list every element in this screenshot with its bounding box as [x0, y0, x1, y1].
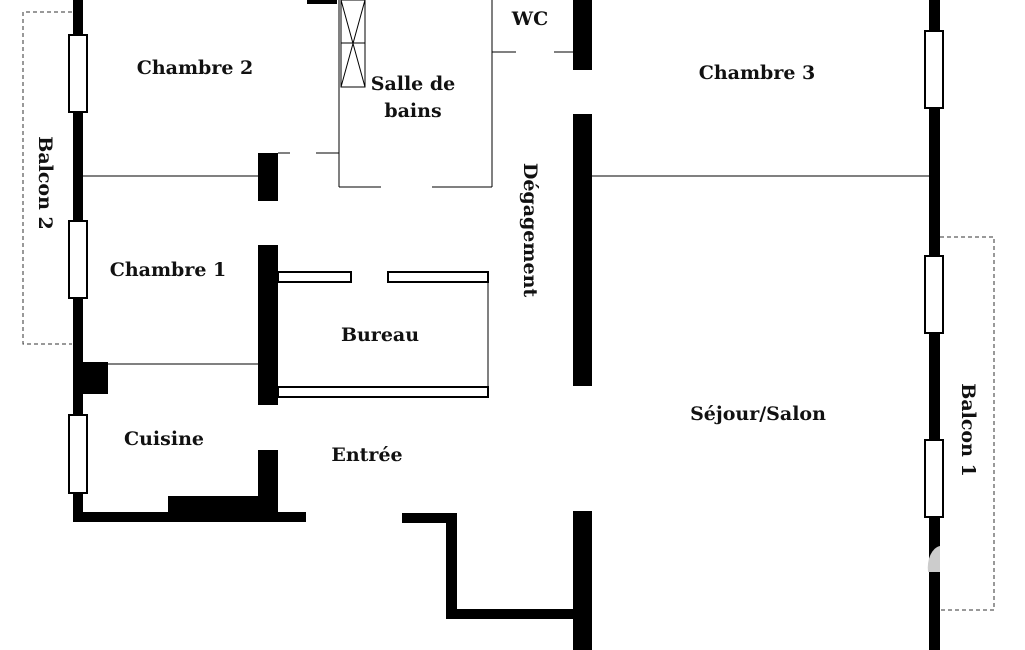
bureau-bottom-partition — [277, 386, 489, 398]
partition-wc — [573, 0, 592, 70]
balcony-outlines — [22, 11, 995, 611]
window-sejour-2 — [924, 439, 944, 518]
window-chambre2 — [68, 34, 88, 113]
label-bureau: Bureau — [341, 324, 419, 346]
label-chambre-2: Chambre 2 — [137, 57, 254, 79]
wall-chambre2-chambre1 — [258, 153, 278, 201]
kitchen-counter — [168, 496, 278, 516]
balcon-1-outline — [940, 236, 995, 611]
label-cuisine: Cuisine — [124, 428, 204, 450]
bottom-wall-entry-right — [402, 513, 457, 523]
label-wc: WC — [511, 8, 548, 30]
label-salle-de-bains-2: bains — [384, 100, 441, 122]
label-degagement: Dégagement — [519, 163, 541, 298]
label-chambre-3: Chambre 3 — [699, 62, 816, 84]
bureau-partitions — [277, 271, 489, 398]
label-balcon-1: Balcon 1 — [957, 383, 979, 476]
window-chambre3 — [924, 30, 944, 109]
partition-cuisine-entree — [258, 450, 278, 520]
right-door-swing — [927, 546, 940, 572]
window-sejour-1 — [924, 255, 944, 334]
bottom-wall-left — [73, 512, 306, 522]
bureau-top-left-partition — [277, 271, 352, 283]
thin-lines — [83, 0, 929, 390]
kitchen-corner-block — [78, 362, 108, 394]
label-sejour-salon: Séjour/Salon — [690, 403, 826, 425]
thick-walls — [73, 0, 940, 650]
entry-stair-horizontal — [446, 609, 582, 619]
window-chambre1 — [68, 220, 88, 299]
label-salle-de-bains-1: Salle de — [371, 73, 456, 95]
partition-lower — [573, 511, 592, 650]
bureau-top-right-partition — [387, 271, 489, 283]
room-labels: Chambre 2 Salle de bains WC Chambre 3 Ch… — [34, 8, 979, 477]
entry-stair-vertical — [446, 513, 457, 619]
windows — [68, 30, 944, 518]
ventilation-shaft — [340, 0, 366, 88]
label-chambre-1: Chambre 1 — [110, 259, 227, 281]
partition-degagement — [573, 114, 592, 386]
window-cuisine — [68, 414, 88, 494]
partition-chambre1-bureau — [258, 245, 278, 405]
label-balcon-2: Balcon 2 — [34, 136, 56, 229]
balcon-2-outline — [22, 11, 72, 345]
top-wall-bathroom — [307, 0, 337, 4]
label-entree: Entrée — [331, 444, 402, 466]
